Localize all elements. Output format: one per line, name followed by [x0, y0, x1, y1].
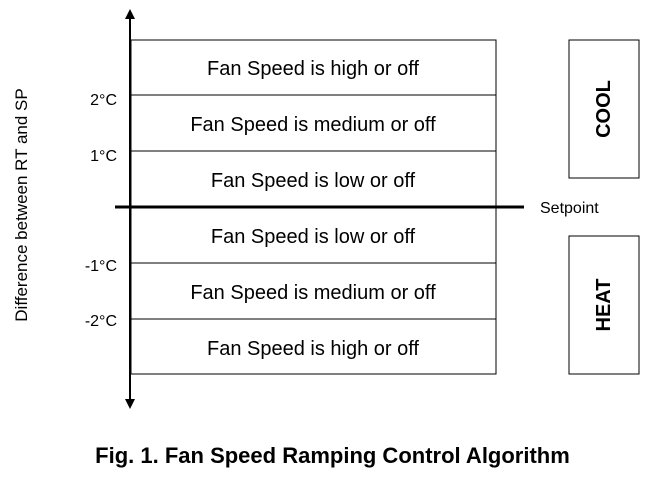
cool-box-border — [568, 39, 640, 179]
band-label: Fan Speed is medium or off — [190, 282, 436, 304]
cool-mode-box: COOL — [568, 39, 640, 179]
figure-caption: Fig. 1. Fan Speed Ramping Control Algori… — [95, 443, 570, 468]
tick-label: 2°C — [90, 92, 117, 109]
heat-mode-box: HEAT — [568, 235, 640, 375]
band-label: Fan Speed is medium or off — [190, 114, 436, 136]
tick-label: -1°C — [85, 258, 117, 275]
band-label: Fan Speed is low or off — [211, 226, 416, 248]
band-label: Fan Speed is low or off — [211, 170, 416, 192]
cool-label: COOL — [593, 80, 615, 138]
fan-speed-diagram: Difference between RT and SP Fan Speed i… — [12, 8, 640, 409]
heat-box-border — [568, 235, 640, 375]
y-axis-title: Difference between RT and SP — [12, 88, 31, 321]
band-label: Fan Speed is high or off — [207, 338, 419, 360]
band-label: Fan Speed is high or off — [207, 58, 419, 80]
tick-label: 1°C — [90, 148, 117, 165]
heat-label: HEAT — [593, 279, 615, 332]
setpoint-label: Setpoint — [540, 200, 599, 217]
tick-label: -2°C — [85, 313, 117, 330]
